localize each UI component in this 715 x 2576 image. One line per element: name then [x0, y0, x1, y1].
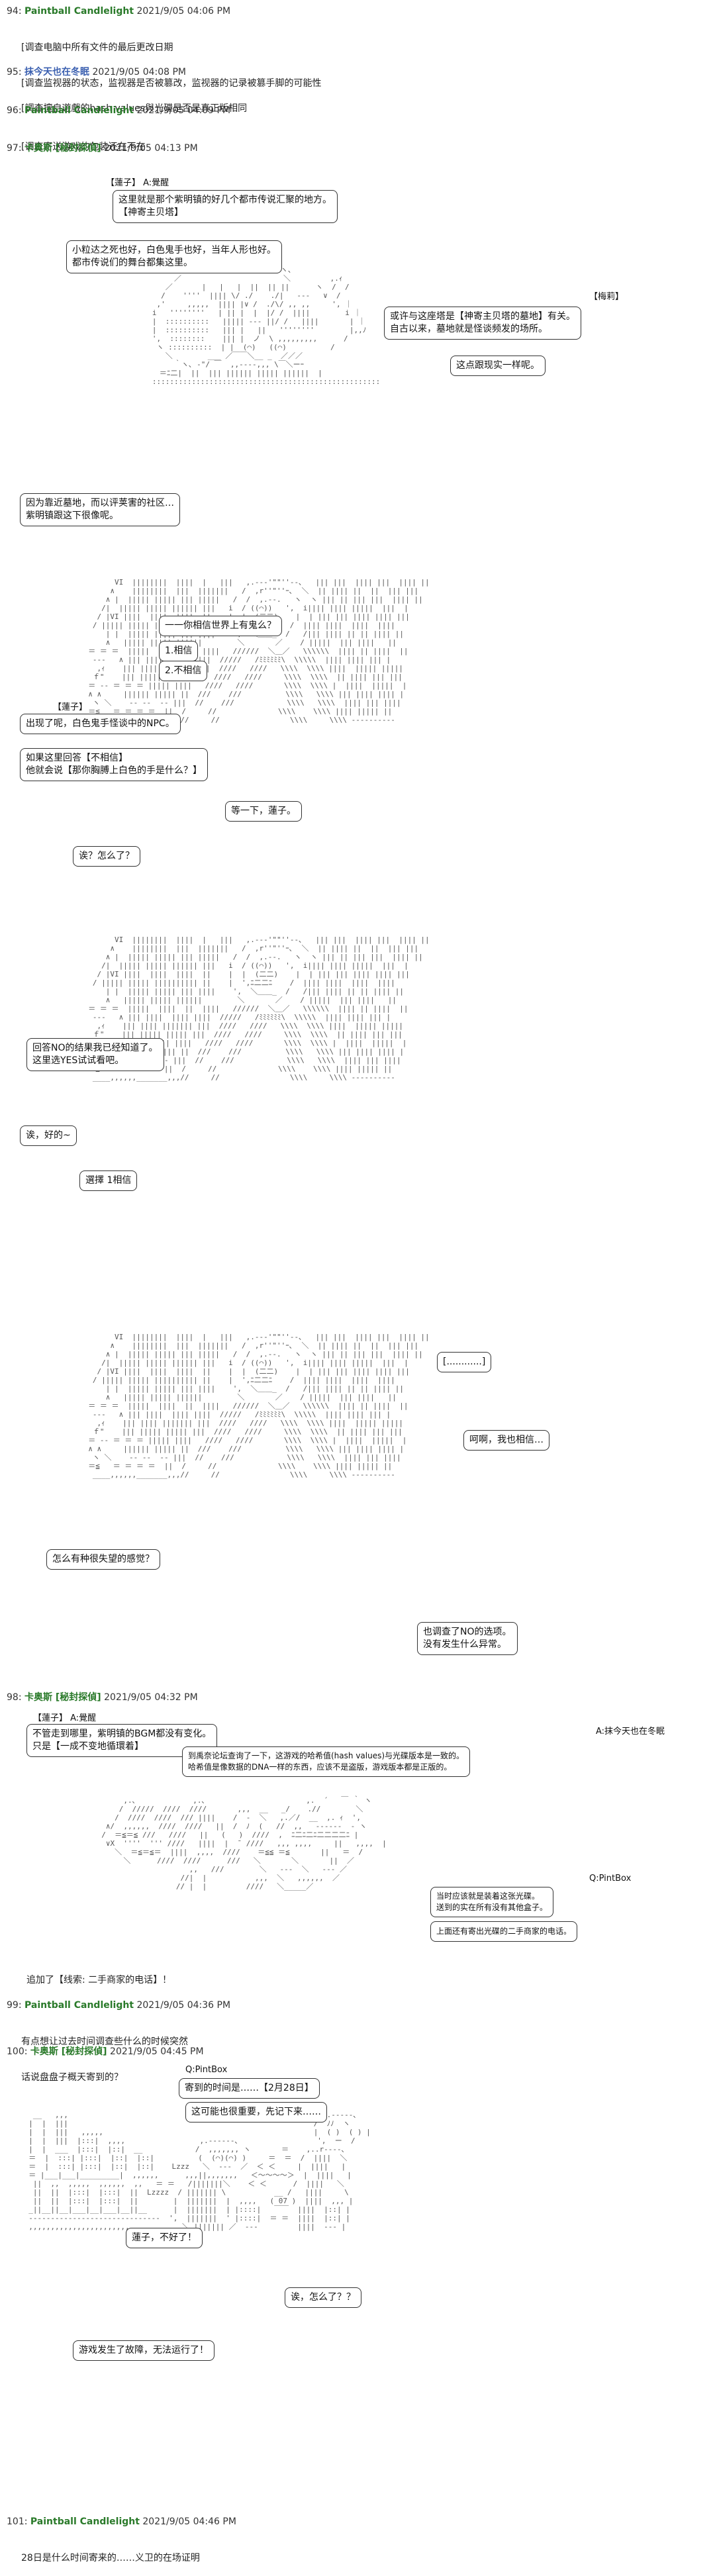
- poster-name[interactable]: 卡奥斯 [秘封探偵]: [30, 2046, 107, 2057]
- ascii-art-scene: __ ,,, ,.--‐‐-､ | | ||| / ﾉﾉ ヽ | | ||| ,…: [28, 2111, 371, 2231]
- poster-name[interactable]: 卡奥斯 [秘封探偵]: [24, 143, 101, 154]
- post-date: 2021/9/05 04:09 PM: [136, 105, 231, 116]
- post-line: 28日是什么时间寄来的……义卫的在场证明: [21, 2553, 200, 2563]
- poster-name[interactable]: Paintball Candlelight: [24, 2000, 134, 2011]
- speech-bubble-broken: 游戏发生了故障，无法运行了！: [73, 2340, 215, 2361]
- aa-panel-3: VI |||||||| |||| | ||| ,.--‐'""''‐-､ |||…: [7, 927, 708, 1284]
- speech-bubble-merry-wait: 等一下，蓮子。: [225, 801, 302, 822]
- speech-bubble-renko-2: 小粒达之死也好，白色鬼手也好，当年人形也好。 都市传说们的舞台都集这里。: [66, 240, 282, 273]
- poster-name[interactable]: Paintball Candlelight: [30, 2516, 140, 2527]
- speech-bubble-renko-npc: 出现了呢，白色鬼手怪谈中的NPC。: [20, 714, 181, 734]
- post-body-101: 28日是什么时间寄来的……义卫的在场证明: [21, 2528, 200, 2576]
- speech-bubble-renko-answer: 如果这里回答【不相信】 他就会说【那你胸膊上白色的手是什么？】: [20, 748, 208, 781]
- post-number: 100: [7, 2046, 24, 2057]
- poster-name[interactable]: 抹今天也在冬眠: [24, 67, 89, 77]
- aa-panel-6: __ ,,, ,.--‐‐-､ | | ||| / ﾉﾉ ヽ | | ||| ,…: [7, 2062, 708, 2512]
- post-body-95: [調查擅自遊戲的hash values與光碟是否是真正版相同: [21, 79, 247, 126]
- speech-bubble-renko-disappointed: 怎么有种很失望的感觉？: [46, 1549, 160, 1570]
- post-header-96: 96: Paintball Candlelight 2021/9/05 04:0…: [7, 105, 231, 116]
- post-header-98: 98: 卡奥斯 [秘封探偵] 2021/9/05 04:32 PM: [7, 1692, 198, 1703]
- speech-bubble-npc-believe: 呵啊，我也相信…: [463, 1430, 549, 1451]
- speech-bubble-question: 一一你相信世界上有鬼么？: [159, 616, 282, 636]
- post-number: 96: [7, 105, 19, 116]
- speaker-label-merry: 【梅莉】: [589, 292, 624, 302]
- post-date: 2021/9/05 04:13 PM: [104, 143, 198, 154]
- speech-bubble-renko-huh: 诶？怎么了？: [73, 846, 140, 867]
- aa-panel-2: VI |||||||| |||| | ||| ,.--‐'""''‐-､ |||…: [7, 569, 708, 900]
- post-line: 话说盘盘子概天寄到的？: [21, 2072, 123, 2083]
- aa-panel-1: ,. --‐''"ﾞ ‐- ､._ ,. '´ ｀ヽ、 ／ ＼ ,.ｨ ／ | …: [7, 162, 708, 553]
- aa-panel-4: VI |||||||| |||| | ||| ,.--‐'""''‐-､ |||…: [7, 1324, 708, 1682]
- post-number: 94: [7, 6, 19, 17]
- post-date: 2021/9/05 04:06 PM: [136, 6, 231, 17]
- ascii-art-figure: VI |||||||| |||| | ||| ,.--‐'""''‐-､ |||…: [88, 578, 430, 724]
- speech-bubble-renko-ok: 诶，好的~: [20, 1125, 77, 1146]
- post-body-99: 有点想让过去时间调查些什么的时候突然 话说盘盘子概天寄到的？: [21, 2012, 188, 2095]
- speech-bubble-merry-no: 也调查了NO的选项。 没有发生什么异常。: [417, 1622, 518, 1655]
- speech-bubble-disc: 当时应该就是装着这张光碟。 送到的实在所有没有其他盒子。: [430, 1887, 554, 1917]
- ascii-art-figure: VI |||||||| |||| | ||| ,.--‐'""''‐-､ |||…: [88, 935, 430, 1082]
- post-line: [调查寄送游戏的包装还在不在: [21, 142, 146, 152]
- speech-bubble-silence: [............]: [437, 1352, 492, 1372]
- speech-bubble-renko-1: 这里就是那个紫明镇的好几个都市传说汇聚的地方。 【神寄主贝塔】: [113, 190, 338, 223]
- speech-bubble-trouble: 蓮子，不好了！: [126, 2228, 203, 2248]
- post-date: 2021/9/05 04:08 PM: [92, 67, 187, 77]
- post-header-95: 95: 抹今天也在冬眠 2021/9/05 04:08 PM: [7, 67, 187, 77]
- choice-believe[interactable]: 1.相信: [159, 641, 199, 661]
- post-header-99: 99: Paintball Candlelight 2021/9/05 04:3…: [7, 2000, 231, 2011]
- post-body-94: [调查电脑中所有文件的最后更改日期 [调查监视器的状态，监视器是否被篡改，监视器…: [21, 18, 321, 101]
- speech-bubble-phone: 上面还有寄出光碟的二手商家的电话。: [430, 1921, 578, 1942]
- poster-name[interactable]: 卡奥斯 [秘封探偵]: [24, 1692, 101, 1703]
- aa-panel-5: ,.､ ,.､ ,. ´ ￣ ｀ ヽ / ///// //// //// ,,,…: [7, 1708, 708, 1960]
- post-date: 2021/9/05 04:46 PM: [142, 2516, 236, 2527]
- choice-selected: 選擇 1相信: [79, 1170, 138, 1191]
- speaker-label-answer: A:抹今天也在冬眠: [596, 1727, 665, 1737]
- post-date: 2021/9/05 04:36 PM: [136, 2000, 231, 2011]
- post-line: [调查监视器的状态，监视器是否被篡改，监视器的记录被篡手脚的可能性: [21, 78, 322, 89]
- speech-bubble-date: 寄到的时间是……【2月28日】: [179, 2078, 320, 2099]
- clue-added: 追加了【线索: 二手商家的电话】！: [26, 1975, 172, 1985]
- ascii-art-figure: VI |||||||| |||| | ||| ,.--‐'""''‐-､ |||…: [88, 1333, 430, 1479]
- post-line: 有点想让过去时间调查些什么的时候突然: [21, 2036, 188, 2047]
- poster-name[interactable]: Paintball Candlelight: [24, 105, 134, 116]
- speech-bubble-merry-1: 或许与这座塔是【神寄主贝塔的墓地】有关。 自古以来，墓地就是怪谈频发的场所。: [384, 307, 581, 340]
- post-number: 97: [7, 143, 19, 154]
- post-body-96: [调查寄送游戏的包装还在不在: [21, 117, 145, 165]
- post-header-97: 97: 卡奥斯 [秘封探偵] 2021/9/05 04:13 PM: [7, 143, 198, 154]
- post-date: 2021/9/05 04:32 PM: [104, 1692, 198, 1703]
- speech-bubble-hash: 到禹奈论坛查询了一下，这游戏的哈希值(hash values)与光碟版本是一致的…: [182, 1746, 471, 1777]
- speaker-label-renko: 【蓮子】: [53, 702, 88, 712]
- speech-bubble-note: 这可能也很重要，先记下来……: [185, 2102, 327, 2123]
- speaker-label-renko: 【蓮子】 A:覺醒: [106, 178, 169, 188]
- speech-bubble-renko-3: 因为靠近墓地，而以评荚害的社区… 紫明镇跟这下很像呢。: [20, 493, 180, 526]
- speech-bubble-merry-2: 这点跟现实一样呢。: [450, 356, 546, 376]
- speech-bubble-merry-yes: 回答NO的结果我已经知道了。 这里选YES试试看吧。: [26, 1038, 164, 1071]
- post-number: 99: [7, 2000, 19, 2011]
- speaker-label-question: Q:PintBox: [589, 1874, 632, 1884]
- post-number: 95: [7, 67, 19, 77]
- ascii-art-scene: ,.､ ,.､ ,. ´ ￣ ｀ ヽ / ///// //// //// ,,,…: [101, 1796, 387, 1891]
- speaker-label-question: Q:PintBox: [185, 2065, 228, 2075]
- post-line: [調查擅自遊戲的hash values與光碟是否是真正版相同: [21, 103, 248, 114]
- speaker-label-renko: 【蓮子】 A:覺醒: [33, 1713, 97, 1723]
- post-number: 98: [7, 1692, 19, 1703]
- post-line: [调查电脑中所有文件的最后更改日期: [21, 42, 173, 53]
- speech-bubble-what: 诶，怎么了？？: [285, 2287, 361, 2308]
- post-date: 2021/9/05 04:45 PM: [110, 2046, 204, 2057]
- post-number: 101: [7, 2516, 24, 2527]
- poster-name[interactable]: Paintball Candlelight: [24, 6, 134, 17]
- post-header-94: 94: Paintball Candlelight 2021/9/05 04:0…: [7, 6, 231, 17]
- post-header-100: 100: 卡奥斯 [秘封探偵] 2021/9/05 04:45 PM: [7, 2046, 204, 2057]
- choice-not-believe[interactable]: 2.不相信: [159, 661, 208, 681]
- post-header-101: 101: Paintball Candlelight 2021/9/05 04:…: [7, 2516, 236, 2527]
